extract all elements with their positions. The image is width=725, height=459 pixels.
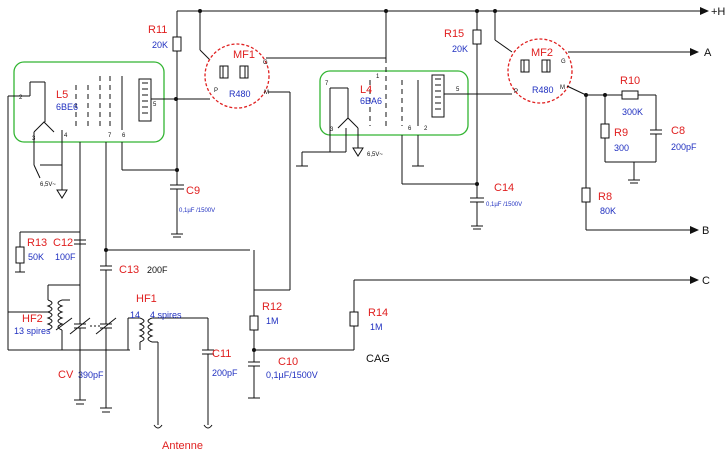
l4-pin-7: 7 [325,81,329,87]
r10-value: 300K [622,107,643,117]
hf1-turns: 4 spires [150,310,182,320]
r13-value: 50K [28,252,44,262]
cv-value: 390pF [78,370,104,380]
mf1-name: MF1 [233,49,255,61]
mf1-transformer [204,43,270,109]
c-label: C [702,275,710,287]
mf2-pin-p: P [514,89,518,95]
hf2-turns: 13 spires [14,326,51,336]
l4-pin-2: 2 [424,126,428,132]
c11-value: 200pF [212,368,238,378]
c9-name: C9 [186,185,200,197]
tube-l4 [319,58,469,136]
r13-name: R13 [27,237,47,249]
r9-value: 300 [614,143,629,153]
mf2-pin-g: G [561,59,566,65]
hf1-pin: 14 [130,310,140,320]
c13-value: 200F [147,265,168,275]
l4-heater: 6,5V~ [367,152,383,158]
r14-resistor [349,311,359,327]
antenna-label: Antenne [162,440,203,452]
r9-name: R9 [614,127,628,139]
c12-value: 100F [55,252,76,262]
c10-name: C10 [278,356,298,368]
mf2-name: MF2 [531,47,553,59]
b-label: B [702,225,709,237]
cv-name: CV [58,369,74,381]
mf2-type: R480 [532,85,554,95]
mf1-pin-m: M [264,90,269,96]
c10-value: 0,1µF/1500V [266,370,318,380]
c8-name: C8 [671,125,685,137]
l5-pin-2: 2 [19,95,23,101]
mf1-type: R480 [229,89,251,99]
r12-name: R12 [262,301,282,313]
l5-pin-7: 7 [108,133,112,139]
r11-name: R11 [148,24,167,36]
r11-resistor [172,36,182,52]
l4-name: L4 [360,84,372,96]
hf1-name: HF1 [136,293,157,305]
l5-pin-5: 5 [153,102,157,108]
l4-pin-6: 6 [408,126,412,132]
r14-value: 1M [370,322,383,332]
r15-name: R15 [444,28,464,40]
r8-value: 80K [600,206,616,216]
l4-type: 6BA6 [360,96,382,106]
ht-label: +HT [711,6,725,18]
r8-name: R8 [598,191,612,203]
c8-value: 200pF [671,142,697,152]
l5-pin-3: 3 [32,136,36,142]
r11-value: 20K [152,40,168,50]
l5-heater: 6,5V~ [40,182,56,188]
mf2-pin-m: M [560,85,565,91]
r8-resistor [581,187,591,203]
hf2-name: HF2 [22,313,43,325]
cag-label: CAG [366,353,390,365]
c11-name: C11 [212,348,231,360]
r10-name: R10 [620,75,640,87]
r12-resistor [249,315,259,331]
r15-value: 20K [452,44,468,54]
a-label: A [704,47,712,59]
c9-value: 0,1µF /1500V [179,208,215,214]
mf1-pin-g: G [263,60,268,66]
mf2-transformer [507,38,573,104]
l4-pin-5: 5 [456,87,460,93]
ht-rail [177,7,709,15]
l5-name: L5 [56,89,68,101]
tube-l5 [13,61,165,143]
c13-name: C13 [119,264,139,276]
r13-resistor [15,246,25,264]
c12-name: C12 [53,237,73,249]
l4-pin-3: 3 [330,127,334,133]
l5-pin-4: 4 [64,133,68,139]
r9-resistor [600,123,610,139]
r12-value: 1M [266,316,279,326]
l5-pin-6: 6 [122,133,126,139]
c14-value: 0,1µF /1500V [486,202,522,208]
cv-capacitor [69,292,117,408]
l5-type: 6BE6 [56,102,78,112]
c14-name: C14 [494,182,514,194]
hf2-coil [46,284,80,340]
l4-pin-1: 1 [376,74,380,80]
r14-name: R14 [368,307,388,319]
mf1-pin-p: P [214,88,218,94]
r10-resistor [621,90,639,100]
r15-resistor [472,29,482,45]
hf1-coil [127,317,208,425]
